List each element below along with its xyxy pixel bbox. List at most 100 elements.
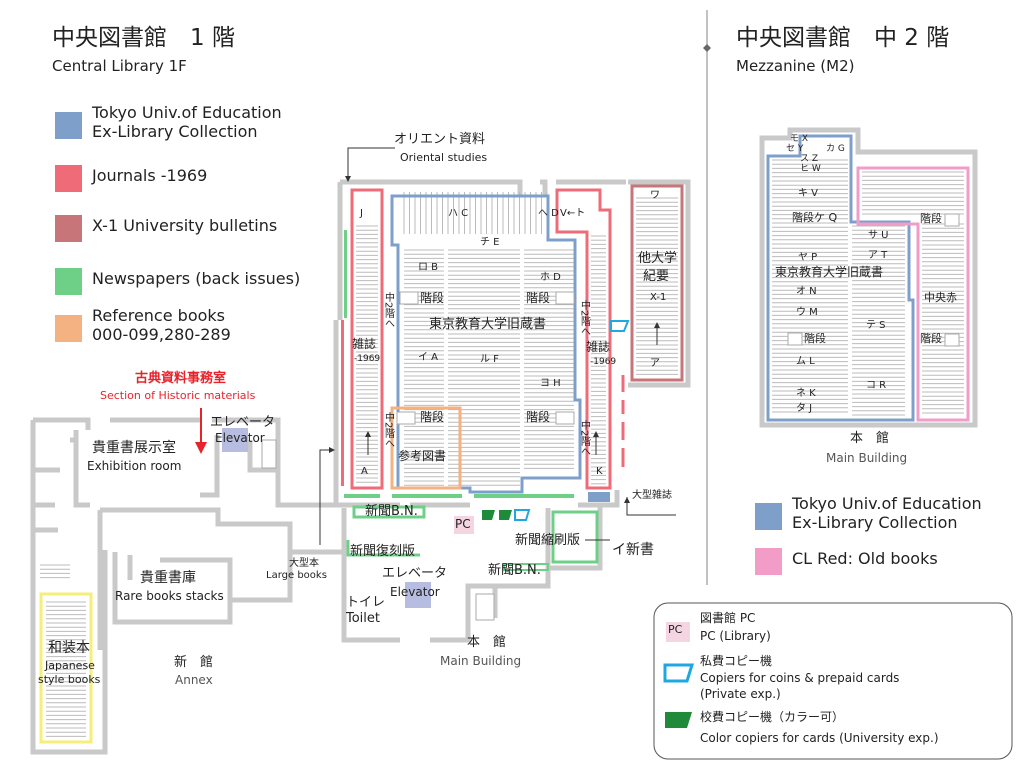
reference-area xyxy=(390,406,462,490)
elevator-annex xyxy=(222,428,248,452)
stack-j: J xyxy=(360,208,363,219)
stairs-label-1: 階段 xyxy=(420,291,445,305)
historic-jp: 古典資料事務室 xyxy=(135,371,227,386)
annex-jp: 新 館 xyxy=(174,655,214,670)
leader-arrowheads xyxy=(329,176,660,503)
m2-shelf-lines xyxy=(772,159,964,416)
large-magazines-shelf xyxy=(588,492,610,502)
rare-books-en: Rare books stacks xyxy=(115,589,224,603)
rare-books-jp: 貴重書庫 xyxy=(140,570,196,586)
legend-swatch xyxy=(55,165,82,192)
newspaper-reprint-label: 新聞復刻版 xyxy=(350,544,416,559)
stack-he-d: へ D xyxy=(538,208,559,219)
legend-swatch xyxy=(55,315,82,342)
legend-label: Tokyo Univ.of Education xyxy=(92,103,282,122)
m2-mu-l: ム L xyxy=(796,356,815,367)
reference-label: 参考図書 xyxy=(398,449,447,463)
other-univ-label: 他大学 xyxy=(638,251,678,266)
m2-mo-x: モ X xyxy=(790,134,809,144)
exhibition-room-en: Exhibition room xyxy=(87,459,182,473)
tue-collection-label: 東京教育大学旧蔵書 xyxy=(429,317,547,332)
toilet-jp: トイレ xyxy=(346,595,386,610)
large-books-jp: 大型本 xyxy=(289,558,319,569)
oriental-en: Oriental studies xyxy=(400,151,488,164)
journals-right-area xyxy=(555,188,612,490)
legend-label: Journals -1969 xyxy=(92,166,208,185)
stack-ro-b: ロ B xyxy=(418,262,439,273)
m2-a-t: ア T xyxy=(868,250,888,261)
stack-chi-e: チ E xyxy=(480,237,500,248)
m2-old-books-area xyxy=(856,166,970,422)
oriental-jp: オリエント資料 xyxy=(394,132,486,147)
m2-title-jp: 中央図書館 中 2 階 xyxy=(736,25,950,51)
stack-a: A xyxy=(361,466,368,477)
m2-tue-area xyxy=(766,134,915,422)
exhibition-room-jp: 貴重書展示室 xyxy=(92,440,176,456)
m2-ko-r: コ R xyxy=(866,380,887,391)
large-books-en: Large books xyxy=(266,570,327,581)
legend-label: CL Red: Old books xyxy=(792,549,938,568)
stairs-1f xyxy=(261,291,575,621)
top-vertical-shelves xyxy=(403,192,548,234)
m2-ne-k: ネ K xyxy=(796,388,816,399)
elevator-annex-jp: エレベータ xyxy=(210,415,276,430)
info-private-jp: 私費コピー機 xyxy=(700,654,773,668)
elevator-annex-en: Elevator xyxy=(215,431,265,445)
m2-main-en: Main Building xyxy=(826,451,908,465)
elevator-main xyxy=(405,582,431,608)
info-pc-en: PC (Library) xyxy=(700,629,771,643)
newspaper-green-bottom xyxy=(344,494,574,498)
elevator-main-en: Elevator xyxy=(390,585,440,599)
newspaper-bn2-label: 新聞B.N. xyxy=(488,563,541,578)
info-private-en2: (Private exp.) xyxy=(700,687,781,701)
info-box-frame xyxy=(653,602,1013,760)
m2-stairs-2: 階段 xyxy=(920,212,942,225)
info-univ-en: Color copiers for cards (University exp.… xyxy=(700,731,939,745)
f1-title-en: Central Library 1F xyxy=(52,57,187,75)
m2-ta-j: タ J xyxy=(796,403,813,414)
info-pc-label: PC xyxy=(668,623,683,636)
bulletins-label: 紀要 xyxy=(643,269,670,284)
new-books-label: イ新書 xyxy=(612,542,654,558)
m2-tue-label: 東京教育大学旧蔵書 xyxy=(775,265,884,279)
tue-collection-area xyxy=(390,194,582,494)
japanese-books-area xyxy=(39,592,93,744)
large-magazines-label: 大型雑誌 xyxy=(632,490,672,501)
f1-title-jp: 中央図書館 1 階 xyxy=(52,25,235,51)
japanese-books-en2: style books xyxy=(38,673,101,686)
stairs-label-2: 階段 xyxy=(526,291,551,305)
main-building-jp: 本 館 xyxy=(467,635,507,650)
m2-ke-q: 階段ケ Q xyxy=(792,211,838,224)
legend-label-line2: Ex-Library Collection xyxy=(92,122,258,141)
m2-stairs xyxy=(787,213,960,347)
annex-walls xyxy=(30,417,344,755)
main-building-walls xyxy=(333,179,691,643)
info-univ-jp: 校費コピー機（カラー可） xyxy=(700,710,845,724)
info-pc-swatch xyxy=(666,622,690,642)
toilet-en: Toilet xyxy=(346,611,381,626)
legend-swatch xyxy=(55,268,82,295)
info-private-en1: Copiers for coins & prepaid cards xyxy=(700,671,900,685)
m2-u-m: ウ M xyxy=(796,307,818,318)
japanese-books-en1: Japanese xyxy=(45,659,95,672)
journals-right-label: 雑誌 xyxy=(586,340,611,354)
journals-left-area xyxy=(350,188,384,490)
to-m2-4: 中2階へ xyxy=(578,420,590,457)
japanese-books-jp: 和装本 xyxy=(48,640,90,656)
newspaper-green-left xyxy=(344,230,347,318)
historic-arrow-head xyxy=(195,442,207,454)
pc-label-1f: PC xyxy=(455,517,471,531)
journals-left-year: -1969 xyxy=(354,354,381,364)
legend-label: X-1 University bulletins xyxy=(92,216,278,235)
stack-ha-c: ハ C xyxy=(448,208,469,219)
legend-label-line2: Ex-Library Collection xyxy=(792,513,958,532)
m2-ki-v: キ V xyxy=(798,188,819,199)
newspaper-bn-rack xyxy=(352,505,426,519)
m2-sa-u: サ U xyxy=(868,230,889,241)
stairs-label-3: 階段 xyxy=(420,410,445,424)
newspaper-reduced-label: 新聞縮刷版 xyxy=(515,533,581,548)
to-m2-1: 中2階へ xyxy=(382,292,394,329)
legend-label: Tokyo Univ.of Education xyxy=(792,494,982,513)
m2-ka-g: カ G xyxy=(826,144,845,154)
